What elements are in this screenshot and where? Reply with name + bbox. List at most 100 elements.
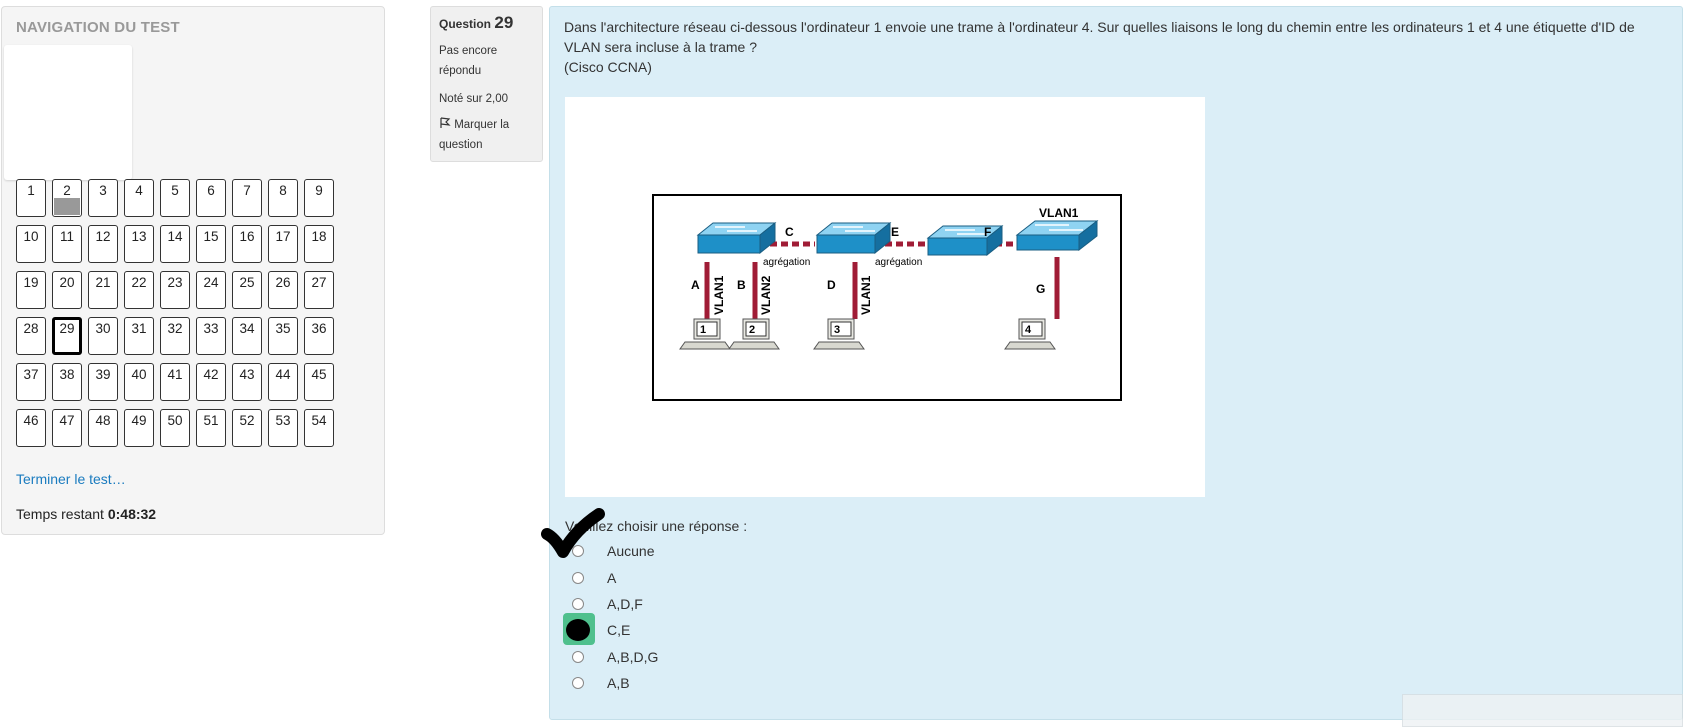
- question-nav-button-39[interactable]: 39: [88, 363, 118, 401]
- question-number-value: 29: [494, 13, 514, 32]
- answer-option[interactable]: A,D,F: [564, 593, 1164, 617]
- question-nav-button-17[interactable]: 17: [268, 225, 298, 263]
- question-nav-button-30[interactable]: 30: [88, 317, 118, 355]
- question-nav-number: 49: [131, 413, 147, 428]
- question-nav-button-31[interactable]: 31: [124, 317, 154, 355]
- question-nav-button-43[interactable]: 43: [232, 363, 262, 401]
- pc-4-label: 4: [1025, 324, 1032, 336]
- question-nav-button-47[interactable]: 47: [52, 409, 82, 447]
- question-nav-button-12[interactable]: 12: [88, 225, 118, 263]
- question-nav-button-7[interactable]: 7: [232, 179, 262, 217]
- question-nav-button-42[interactable]: 42: [196, 363, 226, 401]
- question-nav-number: 23: [167, 275, 183, 290]
- trunk-label-2: agrégation: [875, 257, 922, 268]
- link-a-label: A: [691, 278, 700, 292]
- question-nav-number: 44: [275, 367, 291, 382]
- question-nav-button-38[interactable]: 38: [52, 363, 82, 401]
- question-nav-button-11[interactable]: 11: [52, 225, 82, 263]
- question-nav-button-49[interactable]: 49: [124, 409, 154, 447]
- question-nav-button-27[interactable]: 27: [304, 271, 334, 309]
- question-nav-button-16[interactable]: 16: [232, 225, 262, 263]
- question-nav-button-50[interactable]: 50: [160, 409, 190, 447]
- question-nav-button-34[interactable]: 34: [232, 317, 262, 355]
- question-nav-number: 33: [203, 321, 219, 336]
- question-nav-button-18[interactable]: 18: [304, 225, 334, 263]
- answer-option[interactable]: C,E: [563, 613, 1164, 645]
- switch-4-icon: [1015, 219, 1099, 252]
- question-nav-number: 11: [59, 229, 74, 244]
- answer-radio[interactable]: [572, 677, 584, 689]
- checkmark-icon: [541, 508, 605, 558]
- pc-2-icon: [728, 318, 780, 350]
- answer-radio[interactable]: [572, 598, 584, 610]
- question-nav-button-54[interactable]: 54: [304, 409, 334, 447]
- question-nav-button-21[interactable]: 21: [88, 271, 118, 309]
- answer-radio[interactable]: [572, 651, 584, 663]
- screenshot-thumbnail[interactable]: [1402, 694, 1683, 727]
- question-nav-number: 34: [239, 321, 255, 336]
- question-nav-number: 35: [275, 321, 291, 336]
- question-nav-button-20[interactable]: 20: [52, 271, 82, 309]
- answer-radio[interactable]: [572, 545, 584, 557]
- question-nav-button-40[interactable]: 40: [124, 363, 154, 401]
- question-nav-button-46[interactable]: 46: [16, 409, 46, 447]
- question-nav-number: 25: [239, 275, 255, 290]
- answer-radio[interactable]: [566, 619, 590, 641]
- question-nav-number: 9: [315, 183, 323, 198]
- answer-option[interactable]: A,B: [564, 672, 1164, 696]
- question-nav-number: 30: [95, 321, 111, 336]
- question-nav-button-8[interactable]: 8: [268, 179, 298, 217]
- question-nav-button-23[interactable]: 23: [160, 271, 190, 309]
- question-nav-button-32[interactable]: 32: [160, 317, 190, 355]
- question-nav-button-14[interactable]: 14: [160, 225, 190, 263]
- question-nav-button-19[interactable]: 19: [16, 271, 46, 309]
- question-nav-number: 24: [203, 275, 219, 290]
- question-nav-button-45[interactable]: 45: [304, 363, 334, 401]
- question-nav-button-6[interactable]: 6: [196, 179, 226, 217]
- question-nav-button-22[interactable]: 22: [124, 271, 154, 309]
- question-nav-button-29[interactable]: 29: [52, 317, 82, 355]
- question-nav-button-48[interactable]: 48: [88, 409, 118, 447]
- timer-value: 0:48:32: [107, 506, 157, 522]
- switch-2-icon: [815, 221, 892, 255]
- finish-attempt-link[interactable]: Terminer le test…: [16, 471, 126, 487]
- question-nav-button-44[interactable]: 44: [268, 363, 298, 401]
- question-nav-number: 39: [95, 367, 111, 382]
- question-nav-number: 54: [311, 413, 327, 428]
- pc-3-label: 3: [834, 324, 840, 336]
- question-nav-button-10[interactable]: 10: [16, 225, 46, 263]
- question-nav-button-26[interactable]: 26: [268, 271, 298, 309]
- flag-question-button[interactable]: Marquer la question: [439, 115, 534, 155]
- question-nav-button-33[interactable]: 33: [196, 317, 226, 355]
- question-nav-number: 29: [59, 321, 75, 336]
- question-nav-button-1[interactable]: 1: [16, 179, 46, 217]
- question-nav-button-24[interactable]: 24: [196, 271, 226, 309]
- question-nav-button-35[interactable]: 35: [268, 317, 298, 355]
- question-nav-button-15[interactable]: 15: [196, 225, 226, 263]
- question-nav-button-51[interactable]: 51: [196, 409, 226, 447]
- question-nav-number: 42: [203, 367, 219, 382]
- question-nav-button-28[interactable]: 28: [16, 317, 46, 355]
- answer-option[interactable]: Aucune: [564, 540, 1164, 564]
- question-nav-button-3[interactable]: 3: [88, 179, 118, 217]
- question-nav-number: 37: [23, 367, 39, 382]
- question-nav-number: 53: [275, 413, 291, 428]
- question-nav-number: 15: [203, 229, 219, 244]
- question-nav-button-13[interactable]: 13: [124, 225, 154, 263]
- question-nav-button-37[interactable]: 37: [16, 363, 46, 401]
- question-nav-number: 17: [275, 229, 291, 244]
- question-nav-button-52[interactable]: 52: [232, 409, 262, 447]
- question-nav-number: 14: [167, 229, 183, 244]
- question-nav-button-9[interactable]: 9: [304, 179, 334, 217]
- question-nav-button-41[interactable]: 41: [160, 363, 190, 401]
- question-content: Dans l'architecture réseau ci-dessous l'…: [549, 6, 1683, 720]
- answer-option[interactable]: A: [564, 567, 1164, 591]
- answer-radio[interactable]: [572, 572, 584, 584]
- question-nav-button-2[interactable]: 2: [52, 179, 82, 217]
- answer-option[interactable]: A,B,D,G: [564, 646, 1164, 670]
- question-nav-button-25[interactable]: 25: [232, 271, 262, 309]
- question-nav-button-4[interactable]: 4: [124, 179, 154, 217]
- question-nav-button-36[interactable]: 36: [304, 317, 334, 355]
- question-nav-button-53[interactable]: 53: [268, 409, 298, 447]
- question-nav-button-5[interactable]: 5: [160, 179, 190, 217]
